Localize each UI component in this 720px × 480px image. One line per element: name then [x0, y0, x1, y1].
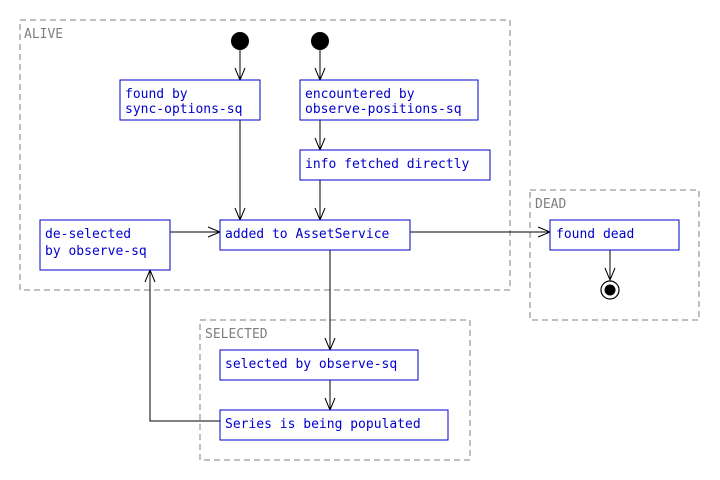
state-info-fetched: info fetched directly	[299, 149, 491, 181]
state-label: by observe-sq	[45, 244, 147, 259]
state-label: added to AssetService	[225, 227, 390, 242]
state-found-dead: found dead	[549, 219, 680, 251]
arrowhead	[604, 267, 616, 282]
state-label: observe-positions-sq	[305, 102, 462, 117]
cluster-dead: DEAD	[529, 189, 700, 321]
initial-state-dot	[231, 32, 249, 50]
edge-series-populated-to-deselected	[149, 270, 220, 422]
state-series-populated: Series is being populated	[219, 409, 449, 441]
state-added: added to AssetService	[219, 219, 411, 251]
state-label: encountered by	[305, 87, 415, 102]
cluster-selected: SELECTED	[199, 319, 471, 461]
state-encountered: encountered by observe-positions-sq	[299, 79, 479, 121]
state-label: de-selected	[45, 227, 131, 242]
final-state-dot	[600, 280, 620, 300]
state-label: sync-options-sq	[125, 102, 242, 117]
cluster-dead-label: DEAD	[535, 197, 566, 212]
cluster-alive-label: ALIVE	[24, 27, 63, 42]
cluster-alive: ALIVE	[19, 19, 511, 291]
state-label: selected by observe-sq	[225, 357, 397, 372]
initial-state-dot	[311, 32, 329, 50]
state-label: Series is being populated	[225, 417, 421, 432]
state-selected-by: selected by observe-sq	[219, 349, 419, 381]
cluster-selected-label: SELECTED	[205, 327, 268, 342]
state-label: found dead	[556, 227, 634, 242]
state-label: found by	[125, 87, 188, 102]
state-label: info fetched directly	[305, 157, 470, 172]
state-found-by-sync: found by sync-options-sq	[119, 79, 261, 121]
state-deselected: de-selected by observe-sq	[39, 219, 171, 271]
edges	[144, 50, 616, 422]
